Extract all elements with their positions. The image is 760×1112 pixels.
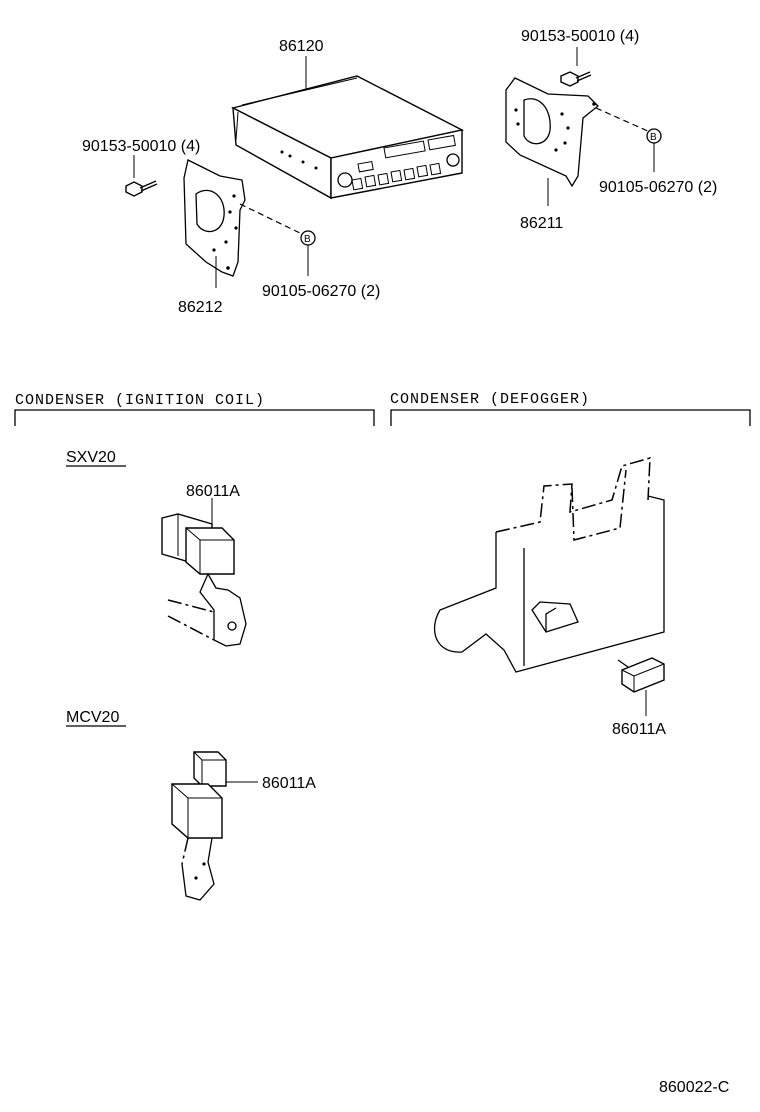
- section-title-ignition-coil: CONDENSER (IGNITION COIL): [15, 392, 265, 409]
- bracket-left: [183, 159, 246, 277]
- part-label-condenser-mcv20: 86011A: [262, 775, 316, 792]
- part-label-condenser-sxv20: 86011A: [186, 483, 240, 500]
- bolt-marker-right-letter: B: [650, 132, 657, 143]
- part-label-screw-right: 90153-50010 (4): [521, 28, 639, 45]
- part-label-bolt-left: 90105-06270 (2): [262, 283, 380, 300]
- model-label-mcv20: MCV20: [66, 709, 119, 726]
- part-label-condenser-defogger: 86011A: [612, 721, 666, 738]
- model-label-sxv20: SXV20: [66, 449, 116, 466]
- dashed-leader: [239, 203, 303, 235]
- condenser-mcv20: [171, 751, 227, 901]
- part-label-bolt-right: 90105-06270 (2): [599, 179, 717, 196]
- section-title-defogger: CONDENSER (DEFOGGER): [390, 391, 590, 408]
- section-bracket-defogger: [390, 409, 751, 426]
- bolt-marker-left-letter: B: [304, 234, 311, 245]
- part-label-bracket-right: 86211: [520, 215, 563, 232]
- radio-unit: [231, 75, 465, 200]
- section-bracket-ignition-coil: [14, 409, 375, 426]
- dashed-leader: [595, 107, 651, 133]
- condenser-defogger: [617, 657, 665, 693]
- part-label-radio: 86120: [279, 38, 324, 55]
- part-label-screw-left: 90153-50010 (4): [82, 138, 200, 155]
- screw-left: [125, 180, 158, 197]
- condenser-sxv20: [161, 513, 247, 647]
- part-label-bracket-left: 86212: [178, 299, 223, 316]
- screw-right: [560, 71, 592, 87]
- defogger-housing: [433, 456, 665, 673]
- figure-code: 860022-C: [659, 1079, 729, 1096]
- bracket-right: [505, 77, 599, 188]
